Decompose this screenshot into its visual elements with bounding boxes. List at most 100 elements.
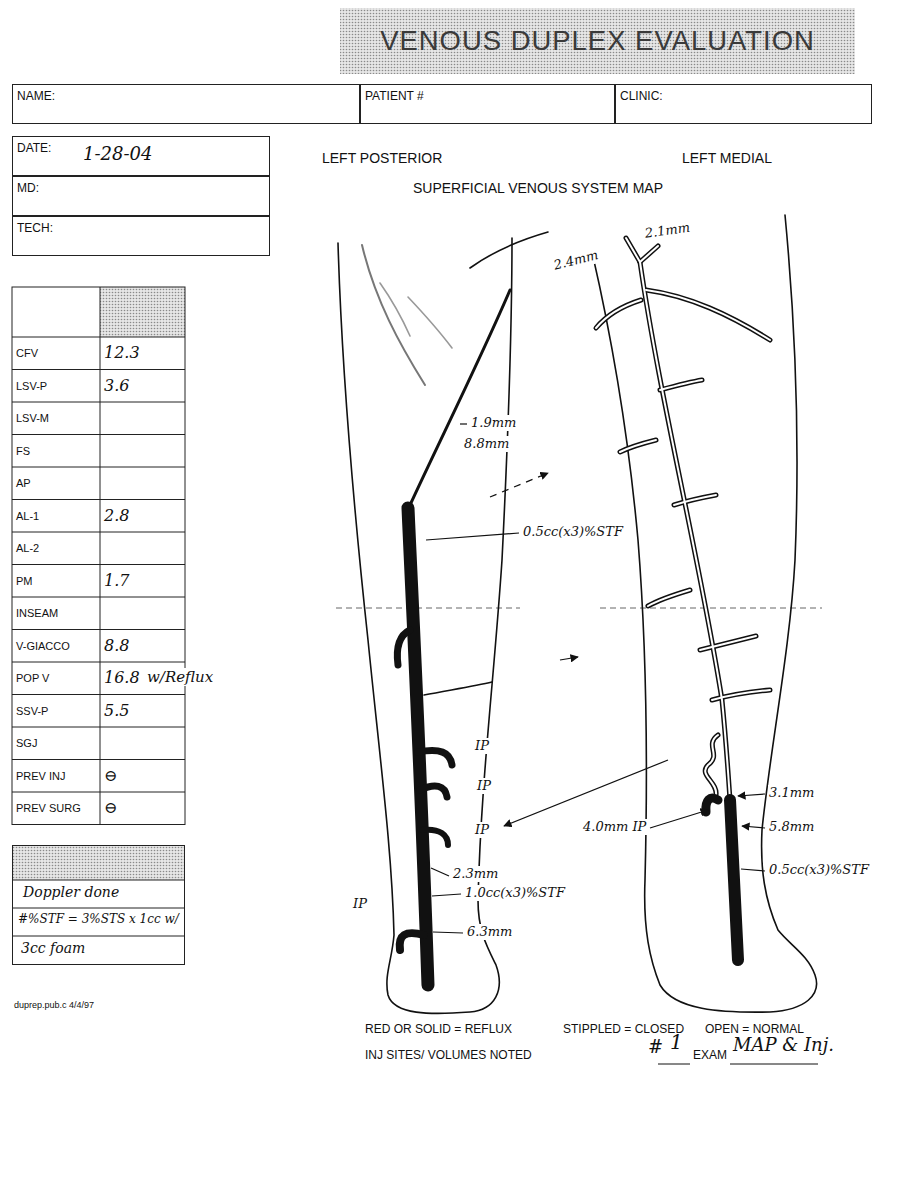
form-field: PATIENT # — [360, 84, 615, 124]
field-label: MD: — [17, 181, 39, 195]
map-heading: SUPERFICIAL VENOUS SYSTEM MAP — [413, 180, 663, 197]
notes-box: Doppler done #%STF = 3%STS x 1cc w/3cc fo… — [12, 845, 185, 965]
leader-lines — [426, 424, 765, 933]
left-posterior-leg — [362, 245, 425, 385]
table-value: ⊖ — [104, 798, 117, 817]
leader-lines — [433, 932, 463, 933]
table-row-label: LSV-M — [16, 412, 49, 425]
leader-lines — [504, 760, 668, 826]
leader-lines — [741, 869, 765, 871]
table-row-label: SGJ — [16, 737, 37, 750]
handwritten-entry: MAP & Inj. — [733, 1034, 834, 1056]
field-label: CLINIC: — [620, 89, 663, 103]
title-banner — [340, 8, 855, 74]
left-posterior-refluxing-veins — [418, 751, 452, 765]
measurement-table — [12, 467, 185, 468]
leader-lines — [738, 794, 765, 796]
handwritten-entry: #%STF = 3%STS x 1cc w/ — [18, 912, 179, 926]
left-posterior-leg — [380, 283, 410, 336]
injection-volume: 1.0cc(x3)%STF — [464, 885, 566, 901]
notes-box-rules — [12, 845, 185, 936]
vein-diameter: 3.1mm — [768, 785, 815, 801]
table-row-label: INSEAM — [16, 607, 58, 620]
measurement-table — [12, 629, 185, 630]
left-posterior-leg — [408, 297, 452, 348]
form-title: VENOUS DUPLEX EVALUATION — [340, 8, 855, 74]
left-posterior-refluxing-veins — [408, 508, 428, 985]
vein-diameter: 8.8mm — [463, 436, 510, 452]
left-medial-veins — [730, 800, 738, 960]
table-value: 12.3 — [104, 343, 140, 362]
table-row-label: SSV-P — [16, 705, 48, 718]
left-posterior-refluxing-veins — [397, 630, 410, 665]
field-label: PATIENT # — [365, 89, 424, 103]
left-medial-leg — [592, 215, 817, 1012]
measurement-table — [12, 499, 185, 500]
measurement-table — [12, 532, 185, 533]
leader-lines — [431, 868, 449, 876]
leader-lines — [560, 657, 578, 660]
notes-box-rules — [12, 908, 185, 909]
table-note: w/Reflux — [146, 668, 214, 686]
injection-volume: 0.5cc(x3)%STF — [522, 524, 624, 540]
table-value: 2.8 — [104, 506, 129, 525]
vein-diameter: 2.1mm — [643, 219, 692, 241]
notes-box-rules — [12, 880, 185, 881]
leader-lines — [460, 423, 467, 424]
entry-underlines — [658, 1064, 818, 1065]
perforator-label: IP — [474, 738, 490, 754]
footer-label: INJ SITES/ VOLUMES NOTED — [365, 1048, 532, 1062]
table-row-label: V-GIACCO — [16, 640, 70, 653]
injection-volume: 0.5cc(x3)%STF — [768, 862, 870, 878]
measurement-table — [12, 759, 185, 760]
left-medial-veins — [596, 238, 770, 800]
left-posterior-refluxing-veins — [420, 786, 447, 797]
handwritten-entry: Doppler done — [23, 884, 119, 901]
table-value: ⊖ — [104, 766, 117, 785]
measurement-table — [100, 287, 185, 337]
notes-box-rules — [12, 845, 185, 880]
table-row-label: POP V — [16, 672, 49, 685]
leader-lines — [650, 810, 708, 828]
knee-level-line — [336, 608, 520, 609]
measurement-table — [12, 662, 185, 663]
measurement-table — [12, 727, 185, 728]
leader-lines — [490, 473, 548, 497]
measurement-table — [12, 337, 185, 338]
measurement-table — [12, 402, 185, 403]
measurement-table — [100, 287, 101, 825]
left-posterior-refluxing-veins — [422, 830, 448, 845]
perforator-label: IP — [476, 778, 492, 794]
form-field: TECH: — [12, 216, 270, 256]
table-row-label: AP — [16, 477, 31, 490]
left-medial-leg — [592, 215, 817, 1012]
left-posterior-refluxing-veins — [410, 290, 510, 505]
table-row-label: LSV-P — [16, 380, 47, 393]
vein-diameter: 2.4mm — [551, 247, 601, 274]
view-label: LEFT POSTERIOR — [322, 150, 442, 167]
measurement-table — [12, 369, 185, 370]
knee-level-line — [600, 608, 822, 609]
vein-diameter: 5.8mm — [768, 819, 815, 835]
table-value: 8.8 — [104, 636, 129, 655]
form-field: CLINIC: — [615, 84, 872, 124]
field-label: DATE: — [17, 141, 51, 155]
table-row-label: PM — [16, 575, 33, 588]
measurement-table — [12, 694, 185, 695]
footer-label: EXAM — [693, 1048, 727, 1062]
leader-lines — [742, 826, 765, 828]
handwritten-entry: 1 — [670, 1030, 683, 1054]
field-label: TECH: — [17, 221, 53, 235]
table-row-label: PREV SURG — [16, 802, 81, 815]
left-medial-veins — [596, 238, 770, 960]
handwritten-entry: # — [648, 1036, 663, 1058]
table-value: 3.6 — [104, 376, 129, 395]
left-posterior-refluxing-veins — [400, 933, 424, 950]
perforator-label: IP — [352, 896, 368, 912]
legend-text: RED OR SOLID = REFLUX — [365, 1022, 512, 1036]
measurement-table — [12, 287, 185, 825]
legend-text: STIPPLED = CLOSED — [563, 1022, 684, 1036]
left-posterior-leg — [470, 232, 548, 268]
table-value: 1.7 — [104, 571, 129, 590]
handwritten-entry: 3cc foam — [21, 940, 85, 957]
